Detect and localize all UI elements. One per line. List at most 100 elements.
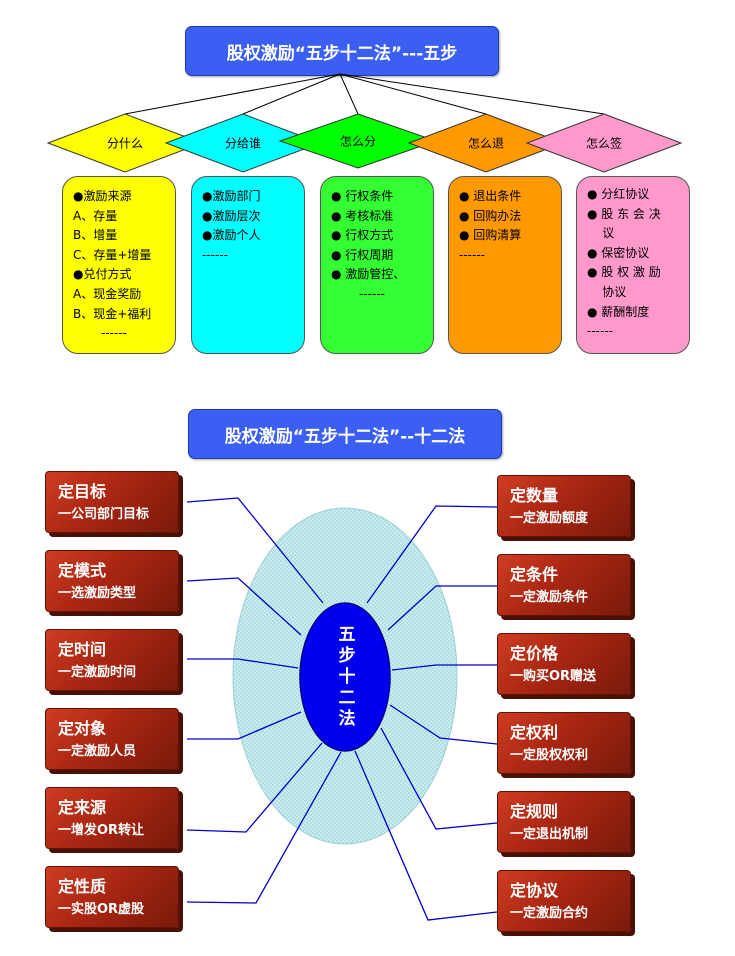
law-left-5-title: 定来源 [58, 798, 107, 817]
law-right-6-sub: 一定激励合约 [510, 906, 589, 921]
law-box-right-2: 定条件 一定激励条件 [497, 554, 631, 616]
step-3-line-1: ● 行权条件 [331, 189, 394, 203]
law-right-4-sub: 一定股权权利 [510, 748, 589, 763]
step-5-line-3: 议 [587, 226, 615, 241]
diamond-4 [407, 113, 565, 173]
diamond-2 [164, 113, 322, 173]
five-steps-diagram [46, 73, 683, 173]
diamond-5 [525, 113, 683, 173]
law-box-left-6: 定性质 一实股OR虚股 [45, 866, 179, 928]
step-5-line-7: ● 薪酬制度 [587, 304, 650, 319]
law-box-left-3: 定时间 一定激励时间 [45, 629, 179, 691]
law-right-6-title: 定协议 [510, 881, 559, 900]
step-4-line-3: ● 回购清算 [459, 228, 522, 243]
law-left-1-sub: 一公司部门目标 [58, 507, 150, 522]
connector-line-5 [339, 73, 605, 115]
law-left-3-title: 定时间 [58, 640, 107, 659]
law-left-2-sub: 一选激励类型 [58, 586, 137, 601]
law-right-5-title: 定规则 [510, 802, 559, 821]
step-3-tail: ------ [359, 286, 385, 301]
law-left-4-title: 定对象 [58, 719, 107, 738]
law-left-1-title: 定目标 [58, 482, 107, 501]
diamond-label-1: 分什么 [106, 136, 144, 151]
diamond-label-2: 分给谁 [224, 136, 262, 151]
law-left-3-sub: 一定激励时间 [58, 665, 137, 680]
law-box-left-1: 定目标 一公司部门目标 [45, 471, 179, 533]
diamond-label-5: 怎么签 [585, 136, 623, 151]
spoke-right-1 [366, 505, 498, 604]
step-box-1: ●激励来源 A、存量 B、增量 C、存量+增量 ●兑付方式 A、现金奖励 B、现… [62, 176, 176, 354]
law-right-3-sub: 一购买OR赠送 [510, 669, 597, 684]
spoke-lines [186, 497, 498, 921]
law-left-4-sub: 一定激励人员 [58, 744, 137, 759]
step-2-line-2: ●激励层次 [202, 208, 261, 223]
law-box-right-6: 定协议 一定激励合约 [497, 870, 631, 932]
five-steps-title: 股权激励“五步十二法”---五步 [185, 26, 499, 76]
law-left-2-title: 定模式 [58, 561, 107, 580]
law-left-5-sub: 一增发OR转让 [58, 823, 145, 838]
step-box-4: ● 退出条件 ● 回购办法 ● 回购清算 ------ [448, 176, 562, 354]
law-box-right-3: 定价格 一购买OR赠送 [497, 633, 631, 695]
step-2-line-4: ------ [202, 247, 228, 262]
connector-line-3 [339, 73, 359, 115]
spoke-left-2 [186, 577, 302, 636]
connector-line-4 [339, 73, 487, 115]
step-3-line-5: ● 激励管控、 [331, 267, 406, 282]
step-3-line-2: ● 考核标准 [331, 208, 394, 223]
spoke-left-3 [187, 658, 299, 669]
step-5-line-2: ● 股 东 会 决 [587, 206, 661, 221]
step-2-line-1: ●激励部门 [202, 189, 261, 203]
law-right-5-sub: 一定退出机制 [510, 827, 589, 842]
step-1-line-5: ●兑付方式 [73, 267, 132, 282]
step-4-line-1: ● 退出条件 [459, 189, 522, 203]
diamond-label-3: 怎么分 [339, 134, 377, 149]
spoke-left-5 [186, 742, 323, 833]
step-5-line-5: ● 股 权 激 励 [587, 265, 661, 280]
spoke-right-5 [380, 727, 498, 830]
step-1-line-3: B、增量 [73, 228, 118, 243]
step-3-line-3: ● 行权方式 [331, 228, 394, 243]
diamond-3 [278, 113, 438, 169]
step-5-line-4: ● 保密协议 [587, 245, 650, 260]
law-right-4-title: 定权利 [510, 723, 559, 742]
step-4-line-2: ● 回购办法 [459, 208, 522, 223]
law-right-3-title: 定价格 [510, 644, 559, 663]
step-5-line-6: 协议 [587, 284, 627, 299]
law-box-left-2: 定模式 一选激励类型 [45, 550, 179, 612]
law-box-right-1: 定数量 一定激励额度 [497, 475, 631, 537]
spoke-left-6 [186, 751, 342, 904]
diamond-label-4: 怎么退 [467, 136, 505, 151]
step-5-line-1: ● 分红协议 [587, 187, 650, 201]
law-box-left-4: 定对象 一定激励人员 [45, 708, 179, 770]
diamond-1 [46, 113, 204, 173]
spoke-right-3 [391, 664, 497, 671]
step-1-line-4: C、存量+增量 [73, 247, 152, 262]
law-box-right-5: 定规则 一定退出机制 [497, 791, 631, 853]
step-4-line-4: ------ [459, 247, 485, 262]
connector-line-2 [242, 73, 341, 115]
step-5-line-8: ------ [587, 324, 613, 339]
step-box-2: ●激励部门 ●激励层次 ●激励个人 ------ [191, 176, 305, 354]
connector-line-1 [124, 73, 341, 115]
step-box-3: ● 行权条件 ● 考核标准 ● 行权方式 ● 行权周期 ● 激励管控、 ----… [320, 176, 434, 354]
spoke-right-6 [354, 750, 498, 921]
law-right-1-title: 定数量 [510, 486, 559, 505]
step-1-line-7: B、现金+福利 [73, 306, 152, 321]
step-1-line-1: ●激励来源 [73, 189, 132, 203]
spoke-right-2 [387, 585, 497, 631]
center-label: 五步十二法 [334, 624, 355, 730]
twelve-laws-title: 股权激励“五步十二法”--十二法 [188, 409, 502, 459]
step-2-line-3: ●激励个人 [202, 228, 261, 243]
step-1-tail: ------ [101, 326, 127, 341]
spoke-left-1 [186, 497, 324, 604]
step-1-line-6: A、现金奖励 [73, 286, 142, 301]
step-box-5: ● 分红协议 ● 股 东 会 决 议 ● 保密协议 ● 股 权 激 励 协议 ●… [576, 176, 690, 354]
step-3-line-4: ● 行权周期 [331, 247, 394, 262]
center-oval [299, 602, 391, 752]
law-right-2-title: 定条件 [510, 565, 559, 584]
law-right-1-sub: 一定激励额度 [510, 511, 589, 526]
spoke-right-4 [389, 704, 498, 745]
law-left-6-sub: 一实股OR虚股 [58, 902, 145, 917]
law-right-2-sub: 一定激励条件 [510, 590, 589, 605]
